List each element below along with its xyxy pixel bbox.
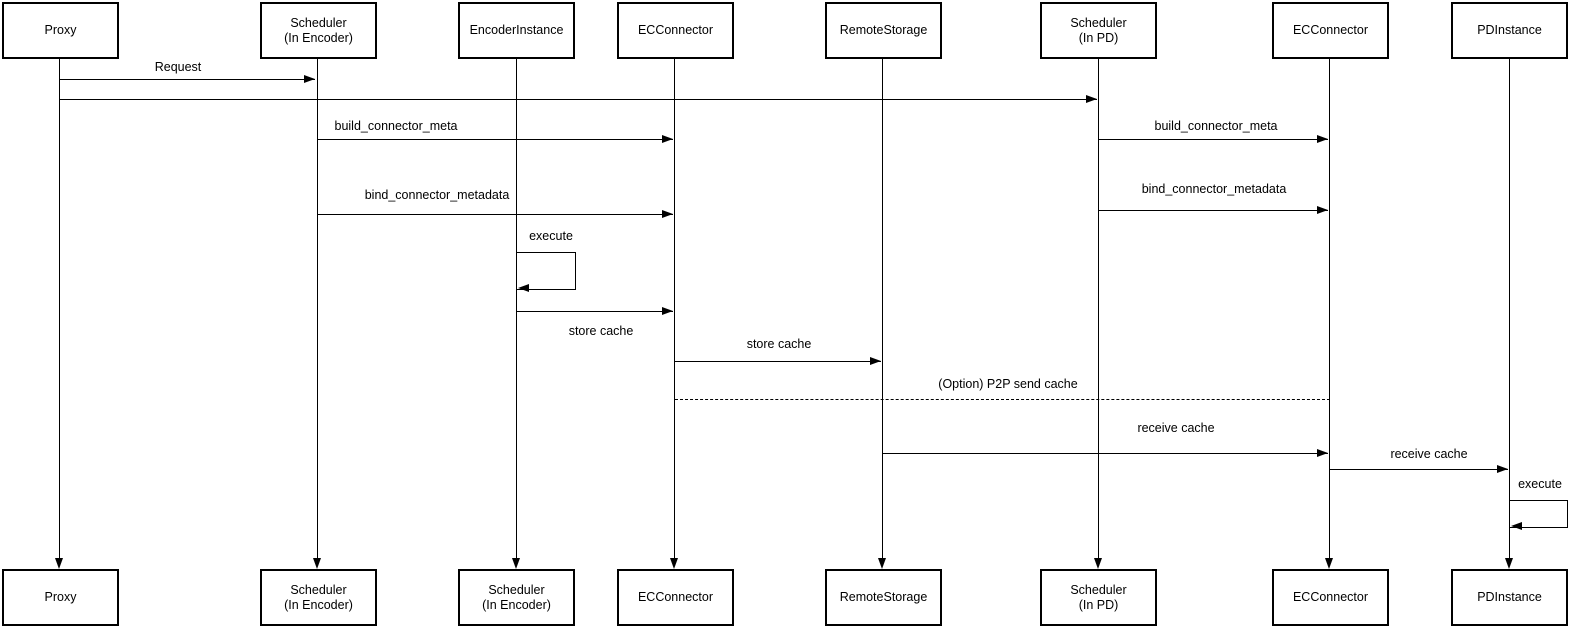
message-label-receive-cache-1: receive cache xyxy=(1137,421,1215,435)
message-label-request: Request xyxy=(154,60,202,74)
participant-label: ECConnector xyxy=(637,23,714,37)
participant-scheduler-encoder-bottom: Scheduler (In Encoder) xyxy=(260,569,377,626)
message-bind-connector-metadata-left-line xyxy=(318,214,673,215)
lifeline-encoder-instance xyxy=(516,59,517,558)
message-label-store-cache-1: store cache xyxy=(568,324,634,338)
message-label-bind-connector-metadata-right: bind_connector_metadata xyxy=(1141,182,1287,196)
message-label-store-cache-2: store cache xyxy=(746,337,812,351)
message-store-cache-1-line xyxy=(517,311,673,312)
lifeline-scheduler-pd xyxy=(1098,59,1099,558)
participant-label: Scheduler (In Encoder) xyxy=(284,582,353,612)
participant-ec-connector-top: ECConnector xyxy=(617,2,734,59)
message-store-cache-2-line xyxy=(675,361,881,362)
participant-label: Scheduler (In PD) xyxy=(1070,15,1127,45)
participant-remote-storage-top: RemoteStorage xyxy=(825,2,942,59)
participant-label: Scheduler (In PD) xyxy=(1070,582,1127,612)
participant-label: ECConnector xyxy=(1292,23,1369,37)
participant-encoder-instance-top: EncoderInstance xyxy=(458,2,575,59)
arrowhead-right-icon xyxy=(662,135,673,143)
arrowhead-left-icon xyxy=(518,284,529,292)
arrowhead-down-icon xyxy=(1094,558,1102,569)
message-label-receive-cache-2: receive cache xyxy=(1390,447,1468,461)
participant-label: EncoderInstance xyxy=(469,23,564,37)
message-build-connector-meta-left-line xyxy=(318,139,673,140)
arrowhead-down-icon xyxy=(55,558,63,569)
message-label-p2p-send-cache: (Option) P2P send cache xyxy=(938,377,1078,391)
message-label-build-connector-meta-left: build_connector_meta xyxy=(334,119,458,133)
participant-proxy-bottom: Proxy xyxy=(2,569,119,626)
participant-ec-connector-2-bottom: ECConnector xyxy=(1272,569,1389,626)
participant-encoder-instance-bottom: Scheduler (In Encoder) xyxy=(458,569,575,626)
participant-label: Scheduler (In Encoder) xyxy=(284,15,353,45)
participant-label: RemoteStorage xyxy=(839,23,928,37)
message-execute-encoder-selfloop xyxy=(517,252,576,290)
lifeline-ec-connector xyxy=(674,59,675,558)
arrowhead-down-icon xyxy=(670,558,678,569)
arrowhead-left-icon xyxy=(1511,522,1522,530)
participant-label: RemoteStorage xyxy=(839,590,928,604)
arrowhead-down-icon xyxy=(313,558,321,569)
arrowhead-right-icon xyxy=(1086,95,1097,103)
message-bind-connector-metadata-right-line xyxy=(1099,210,1328,211)
participant-label: ECConnector xyxy=(637,590,714,604)
message-receive-cache-1-line xyxy=(883,453,1328,454)
participant-scheduler-pd-top: Scheduler (In PD) xyxy=(1040,2,1157,59)
participant-ec-connector-2-top: ECConnector xyxy=(1272,2,1389,59)
arrowhead-right-icon xyxy=(304,75,315,83)
participant-label: Proxy xyxy=(44,23,77,37)
lifeline-scheduler-encoder xyxy=(317,59,318,558)
arrowhead-right-icon xyxy=(1317,135,1328,143)
participant-label: PDInstance xyxy=(1477,23,1542,37)
message-request-line xyxy=(60,79,315,80)
participant-pd-instance-top: PDInstance xyxy=(1451,2,1568,59)
participant-remote-storage-bottom: RemoteStorage xyxy=(825,569,942,626)
arrowhead-down-icon xyxy=(1325,558,1333,569)
arrowhead-right-icon xyxy=(1317,449,1328,457)
message-execute-pd-selfloop xyxy=(1510,500,1568,528)
message-build-connector-meta-right-line xyxy=(1099,139,1328,140)
participant-scheduler-encoder-top: Scheduler (In Encoder) xyxy=(260,2,377,59)
arrowhead-right-icon xyxy=(662,307,673,315)
lifeline-ec-connector-2 xyxy=(1329,59,1330,558)
lifeline-remote-storage xyxy=(882,59,883,558)
message-label-build-connector-meta-right: build_connector_meta xyxy=(1154,119,1278,133)
message-proxy-to-scheduler-pd-line xyxy=(60,99,1097,100)
participant-pd-instance-bottom: PDInstance xyxy=(1451,569,1568,626)
participant-label: PDInstance xyxy=(1477,590,1542,604)
participant-proxy-top: Proxy xyxy=(2,2,119,59)
arrowhead-right-icon xyxy=(1317,206,1328,214)
participant-label: Proxy xyxy=(44,590,77,604)
participant-label: Scheduler (In Encoder) xyxy=(482,582,551,612)
arrowhead-down-icon xyxy=(512,558,520,569)
participant-label: ECConnector xyxy=(1292,590,1369,604)
message-p2p-send-cache-line xyxy=(675,399,1330,400)
arrowhead-right-icon xyxy=(870,357,881,365)
lifeline-proxy xyxy=(59,59,60,558)
message-label-execute-encoder: execute xyxy=(529,229,573,243)
lifeline-pd-instance xyxy=(1509,59,1510,558)
message-label-bind-connector-metadata-left: bind_connector_metadata xyxy=(364,188,510,202)
participant-scheduler-pd-bottom: Scheduler (In PD) xyxy=(1040,569,1157,626)
arrowhead-down-icon xyxy=(1505,558,1513,569)
arrowhead-right-icon xyxy=(662,210,673,218)
arrowhead-right-icon xyxy=(1497,465,1508,473)
message-label-execute-pd: execute xyxy=(1518,477,1562,491)
participant-ec-connector-bottom: ECConnector xyxy=(617,569,734,626)
arrowhead-down-icon xyxy=(878,558,886,569)
message-receive-cache-2-line xyxy=(1330,469,1508,470)
